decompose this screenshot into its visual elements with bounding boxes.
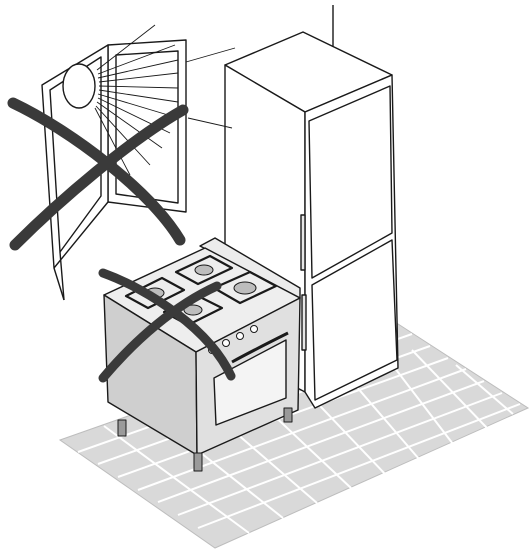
leader-line-side bbox=[187, 117, 233, 129]
oven-door-window bbox=[213, 339, 287, 426]
leader-line-window bbox=[185, 47, 236, 63]
prohibited-cross-cooker bbox=[98, 268, 236, 383]
cooker-feet bbox=[117, 407, 293, 472]
burner-caps bbox=[145, 264, 257, 316]
freezer-door-handle bbox=[301, 294, 307, 351]
window-with-sun-icon bbox=[41, 24, 187, 301]
sun-icon bbox=[62, 63, 96, 109]
fridge-upper-door bbox=[308, 85, 393, 279]
freezer-lower-door bbox=[311, 239, 398, 401]
window-sash-bottom bbox=[53, 267, 65, 301]
sun-rays bbox=[94, 24, 179, 176]
oven-door-handle bbox=[231, 331, 289, 364]
window-sash-edge bbox=[59, 251, 65, 301]
fridge-door-handle bbox=[300, 214, 306, 271]
gas-cooker-icon bbox=[103, 237, 301, 472]
prohibited-cross-window bbox=[7, 97, 189, 251]
